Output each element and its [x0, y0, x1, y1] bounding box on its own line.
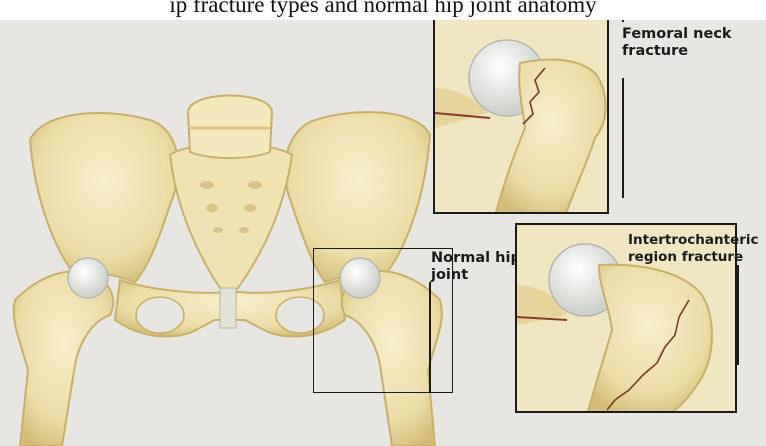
- intertrochanteric-label: Intertrochanteric region fracture: [628, 232, 766, 266]
- left-femoral-head: [68, 258, 108, 298]
- normal-hip-label: Normal hip joint: [431, 250, 521, 284]
- header-strip: ip fracture types and normal hip joint a…: [0, 0, 766, 22]
- femoral-neck-drawing: [435, 20, 609, 214]
- inter-label-bracket: [737, 265, 739, 365]
- femoral-neck-inset: [433, 20, 609, 214]
- normal-label-bracket: [429, 282, 431, 392]
- left-femur: [14, 271, 114, 446]
- left-obturator: [136, 297, 184, 333]
- femoral-label-bracket: [622, 78, 624, 198]
- left-ilium: [30, 113, 178, 282]
- pubic-symphysis: [220, 288, 236, 328]
- sacrum: [170, 144, 292, 294]
- illustration-canvas: Femoral neck fracture Normal hip joint I…: [0, 20, 766, 446]
- femoral-label-leader: [622, 20, 624, 22]
- femoral-neck-label: Femoral neck fracture: [622, 26, 732, 60]
- caption-text: ip fracture types and normal hip joint a…: [0, 0, 766, 18]
